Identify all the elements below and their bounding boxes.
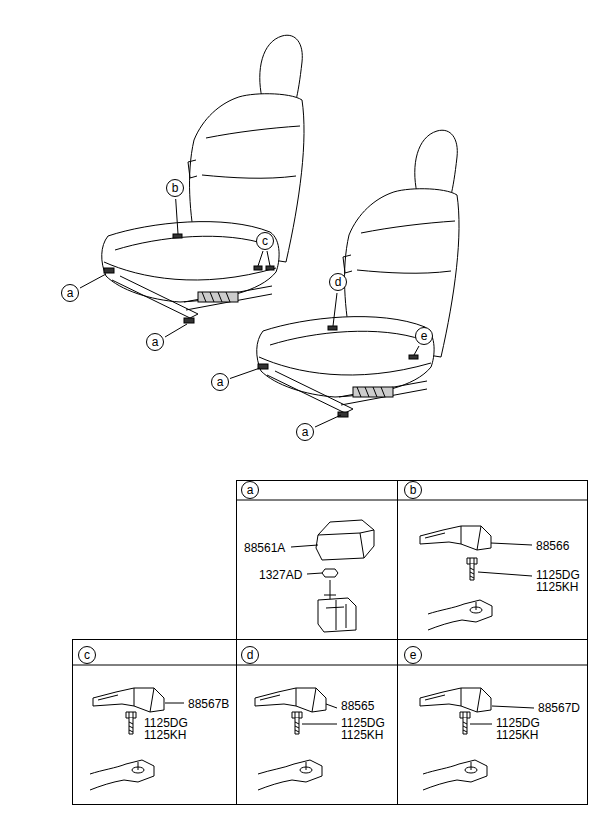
callout-letter: e bbox=[421, 329, 428, 343]
callout-letter: b bbox=[172, 181, 179, 195]
callout-circle: a bbox=[211, 373, 229, 391]
callout-letter: a bbox=[152, 335, 159, 349]
part-number: 1125DG bbox=[341, 716, 385, 730]
callout-letter: c bbox=[262, 234, 268, 248]
callout-circle: d bbox=[241, 646, 259, 664]
part-number: 1125KH bbox=[536, 580, 578, 594]
callout-circle: a bbox=[146, 333, 164, 351]
part-number: 88567D bbox=[538, 701, 580, 715]
part-number: 88566 bbox=[536, 539, 569, 553]
callout-circle: b bbox=[404, 481, 422, 499]
callout-circle: c bbox=[256, 232, 274, 250]
part-number: 1125DG bbox=[536, 568, 580, 582]
callout-circle: d bbox=[329, 273, 347, 291]
callout-circle: a bbox=[296, 423, 314, 441]
callout-letter: c bbox=[84, 648, 90, 662]
part-number: 88561A bbox=[244, 541, 285, 555]
callout-circle: e bbox=[415, 327, 433, 345]
callout-circle: b bbox=[166, 179, 184, 197]
part-number: 1125KH bbox=[496, 728, 538, 742]
callout-circle: c bbox=[78, 646, 96, 664]
callout-circle: a bbox=[61, 284, 79, 302]
part-number: 1125DG bbox=[144, 716, 188, 730]
part-number: 88565 bbox=[341, 699, 374, 713]
part-number: 1327AD bbox=[259, 568, 302, 582]
callout-letter: a bbox=[302, 425, 309, 439]
part-number: 1125KH bbox=[341, 728, 383, 742]
callout-letter: b bbox=[410, 483, 417, 497]
detail-panel: 88566 1125DG1125KH b bbox=[397, 480, 588, 640]
detail-panel: 88567B1125DG1125KH c bbox=[72, 639, 237, 805]
callout-letter: d bbox=[335, 275, 342, 289]
callout-letter: a bbox=[67, 286, 74, 300]
callout-circle: e bbox=[404, 646, 422, 664]
detail-panel: 88567D1125DG1125KH e bbox=[397, 639, 588, 805]
callout-circle: a bbox=[241, 481, 259, 499]
detail-panel: 88561A 1327AD a bbox=[236, 480, 398, 640]
callout-letter: d bbox=[247, 648, 254, 662]
detail-panel: 88565 1125DG1125KH d bbox=[236, 639, 398, 805]
part-number: 1125DG bbox=[496, 716, 540, 730]
callout-letter: a bbox=[247, 483, 254, 497]
part-number: 88567B bbox=[188, 697, 229, 711]
callout-letter: a bbox=[217, 375, 224, 389]
callout-letter: e bbox=[410, 648, 417, 662]
part-number: 1125KH bbox=[144, 728, 186, 742]
